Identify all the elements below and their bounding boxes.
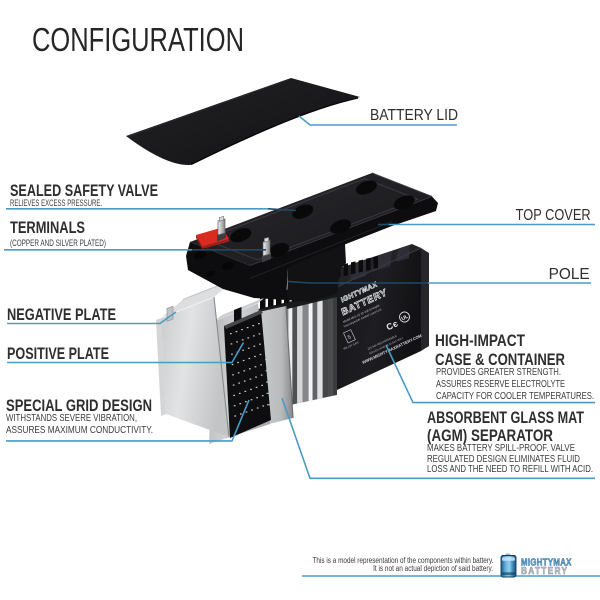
svg-text:MIGHTYMAX: MIGHTYMAX xyxy=(521,557,572,568)
svg-text:PB 12V 5AH: PB 12V 5AH xyxy=(343,340,359,350)
svg-text:5: 5 xyxy=(347,334,352,341)
svg-text:BATTERY: BATTERY xyxy=(521,564,568,576)
svg-text:Cє: Cє xyxy=(385,318,400,332)
svg-text:UL: UL xyxy=(401,313,411,322)
